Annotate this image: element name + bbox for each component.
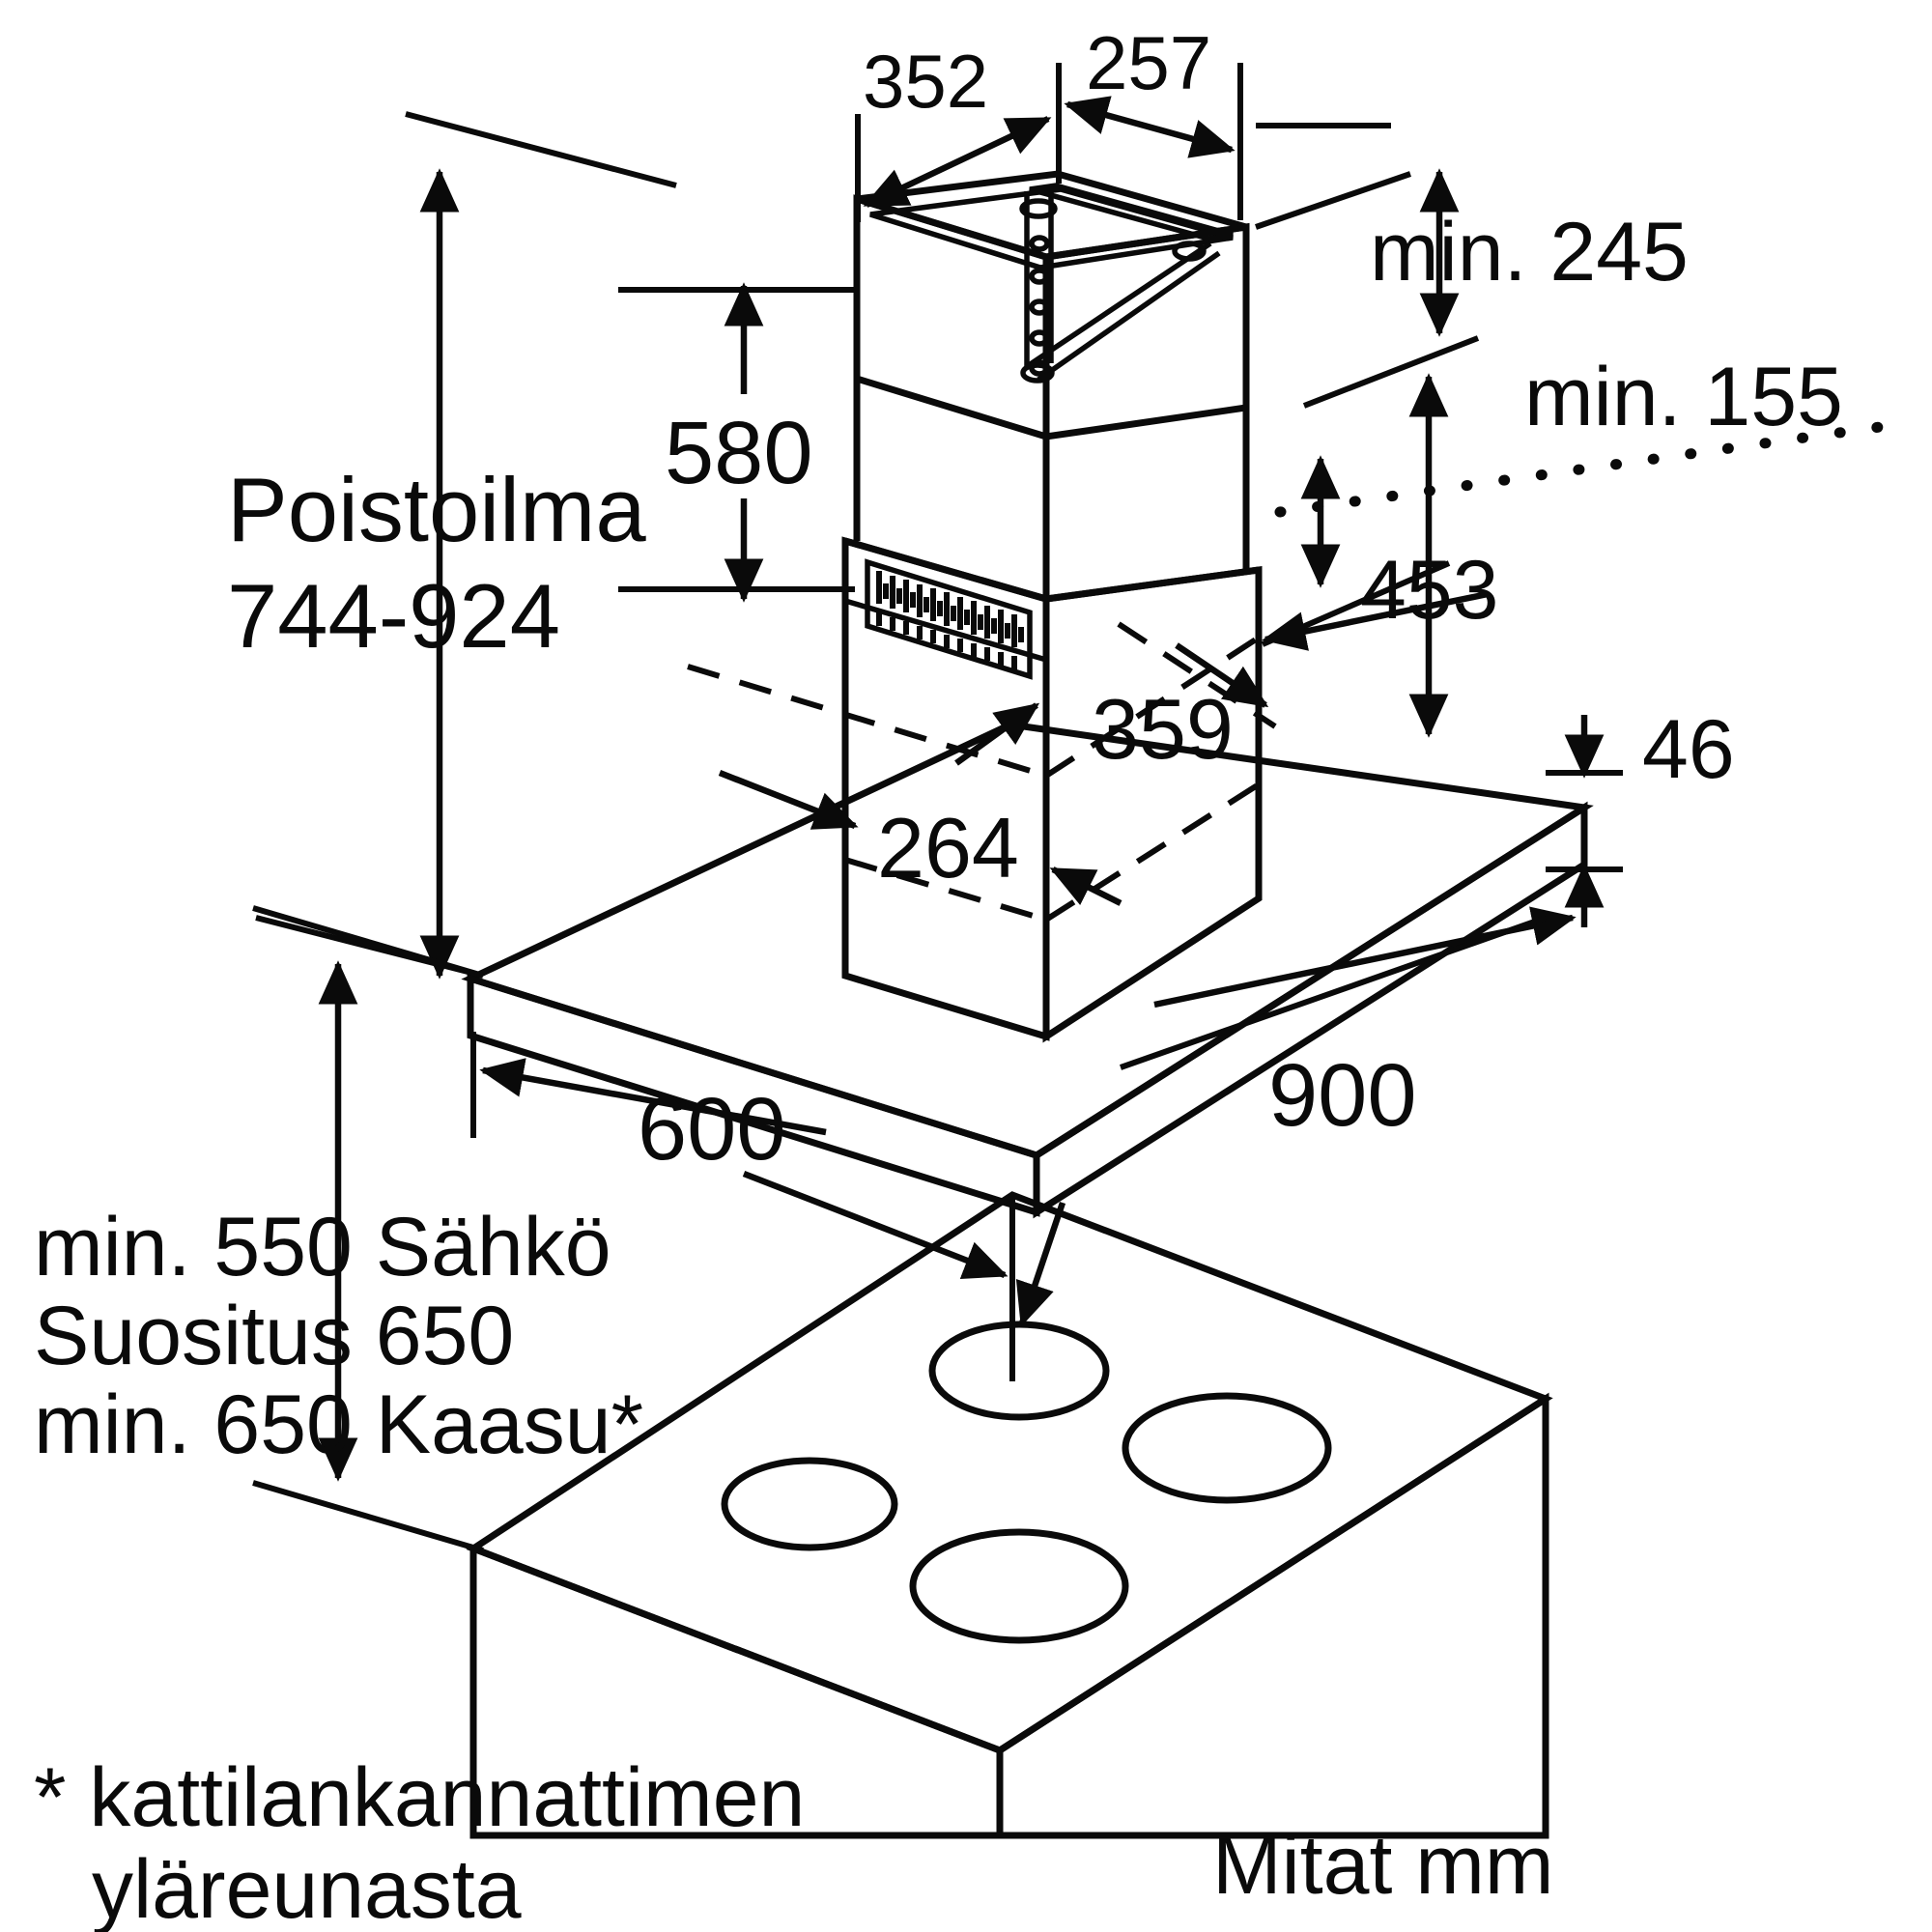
dimension-exhaust-height: Poistoilma 744-924: [227, 111, 677, 980]
dimension-600: 600: [470, 1032, 1009, 1279]
units-note: Mitat mm: [1212, 1819, 1554, 1912]
footnote-line-2: yläreunasta: [92, 1843, 522, 1932]
burner-rear-right: [1122, 1392, 1332, 1504]
clearance-label-line-3: min. 650 Kaasu*: [34, 1378, 643, 1471]
dim-label-453: 453: [1360, 544, 1499, 637]
dim-label-min-245: min. 245: [1370, 206, 1689, 298]
dimension-257: 257: [1056, 20, 1243, 220]
dimension-453: 453: [1261, 373, 1499, 738]
center-axis: [1009, 1198, 1066, 1381]
dimension-359: 359: [1049, 642, 1269, 906]
footnotes: * kattilankannattimen yläreunasta Mitat …: [34, 1751, 1554, 1932]
exhaust-label-title: Poistoilma: [227, 459, 646, 560]
dim-label-min-155: min. 155: [1524, 351, 1843, 443]
dim-label-900: 900: [1268, 1046, 1417, 1145]
dimension-46: 46: [1546, 703, 1735, 927]
dimension-min-245: min. 245: [1255, 123, 1689, 409]
dim-label-359: 359: [1092, 681, 1234, 777]
dimension-352: 352: [855, 39, 1062, 222]
dim-label-46: 46: [1642, 703, 1735, 796]
burner-front-left: [721, 1457, 898, 1551]
dim-label-352: 352: [863, 39, 988, 124]
dim-label-264: 264: [877, 800, 1019, 895]
dim-label-257: 257: [1086, 20, 1211, 105]
dimension-264: 264: [718, 702, 1040, 895]
exhaust-label-range: 744-924: [227, 565, 560, 667]
dim-label-580: 580: [665, 404, 813, 502]
dimension-900: 900: [1120, 808, 1587, 1145]
dim-label-600: 600: [638, 1080, 786, 1179]
burner-front-right: [909, 1528, 1129, 1644]
cooktop: [466, 1191, 1553, 1839]
dimension-clearance: min. 550 Sähkö Suositus 650 min. 650 Kaa…: [34, 905, 643, 1553]
hood-shaft: [687, 536, 1277, 1043]
clearance-label-line-1: min. 550 Sähkö: [34, 1201, 611, 1293]
dimension-min-155: min. 155: [1274, 351, 1899, 588]
dimension-580: 580: [618, 282, 855, 603]
vent-grille: [865, 558, 1033, 680]
footnote-line-1: * kattilankannattimen: [34, 1751, 805, 1844]
clearance-label-line-2: Suositus 650: [34, 1290, 514, 1382]
